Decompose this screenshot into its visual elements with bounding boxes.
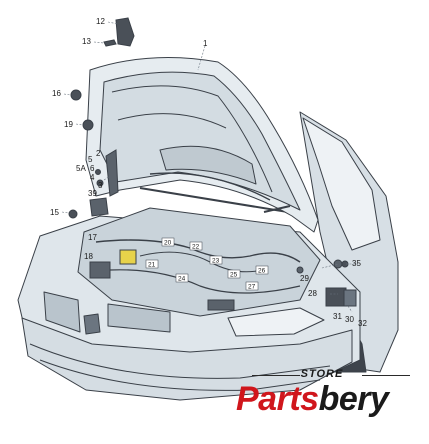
callout-35: 35 (352, 259, 361, 268)
lock-latch (207, 299, 235, 311)
part-15-cap (68, 209, 78, 219)
grille (43, 291, 81, 333)
inner-label-20: 20 (164, 240, 172, 247)
callout-13: 13 (82, 37, 91, 46)
inner-labels: 20 22 21 23 24 25 26 27 (145, 237, 269, 291)
release-cable-2 (109, 269, 301, 294)
part-4-nut (96, 179, 104, 187)
inner-label-25: 25 (230, 272, 238, 279)
inner-label-22: 22 (192, 244, 200, 251)
striker-plate (343, 289, 357, 307)
callout-15: 15 (50, 208, 59, 217)
hood-seal (149, 172, 271, 201)
leader-lines (61, 21, 358, 313)
bumper-line (29, 343, 331, 379)
relay-box (89, 261, 111, 279)
clip (296, 266, 304, 274)
callout-31: 31 (333, 312, 342, 321)
striker (325, 287, 347, 307)
callout-32: 32 (358, 319, 367, 328)
callout-28: 28 (308, 289, 317, 298)
hood-frame-line (111, 85, 273, 193)
windshield (302, 117, 381, 251)
callout-5: 5 (88, 155, 93, 164)
callout-labels: 1 12 13 16 19 5 2 5A 6 4 3 39 15 18 17 2… (50, 17, 367, 328)
engine-bay (77, 207, 321, 317)
callout-5a: 5A (76, 164, 86, 173)
callout-19: 19 (64, 120, 73, 129)
partsbery-watermark: STORE Partsbery (232, 368, 422, 428)
watermark-brand-red: Parts (236, 380, 319, 418)
hood-frame-line-2 (117, 113, 227, 129)
callout-2: 2 (96, 149, 101, 158)
loose-parts (68, 17, 349, 268)
watermark-store-text: STORE (300, 368, 344, 380)
inner-label-23: 23 (212, 258, 220, 265)
part-3-prop-rod (105, 149, 119, 197)
part-6-clip (95, 169, 101, 175)
fuse-box (119, 249, 137, 265)
callout-1: 1 (203, 39, 208, 48)
grille-right (107, 303, 171, 333)
part-13-bolt (103, 39, 117, 47)
bumper-line-2 (39, 359, 321, 391)
watermark-brand-dark: bery (318, 380, 389, 418)
callout-16: 16 (52, 89, 61, 98)
hood (85, 57, 319, 233)
callout-29: 29 (300, 274, 309, 283)
watermark-rule-right (362, 375, 410, 376)
watermark-rule-left (252, 375, 300, 376)
callout-3: 3 (98, 181, 103, 190)
inner-label-21: 21 (148, 262, 156, 269)
front-bumper (21, 317, 353, 401)
callout-39: 39 (88, 189, 97, 198)
inner-label-27: 27 (248, 284, 256, 291)
grommet (333, 259, 343, 269)
callout-17: 17 (88, 233, 97, 242)
headlight (227, 307, 325, 337)
release-cable (95, 239, 301, 263)
part-19-bumper-stop (82, 119, 94, 131)
part-12-hinge (115, 17, 135, 47)
callout-30: 30 (345, 315, 354, 324)
car-body (17, 111, 399, 401)
part-16-bumper-stop (70, 89, 82, 101)
vw-badge (83, 313, 101, 335)
callout-12: 12 (96, 17, 105, 26)
callout-6: 6 (90, 164, 95, 173)
inner-label-26: 26 (258, 268, 266, 275)
inner-label-24: 24 (178, 276, 186, 283)
hood-strut (263, 205, 291, 213)
callout-18: 18 (84, 252, 93, 261)
watermark-brand: Partsbery (236, 380, 389, 418)
part-39-bracket (89, 197, 109, 217)
insulation-pad (159, 145, 257, 185)
callout-4: 4 (90, 173, 95, 182)
